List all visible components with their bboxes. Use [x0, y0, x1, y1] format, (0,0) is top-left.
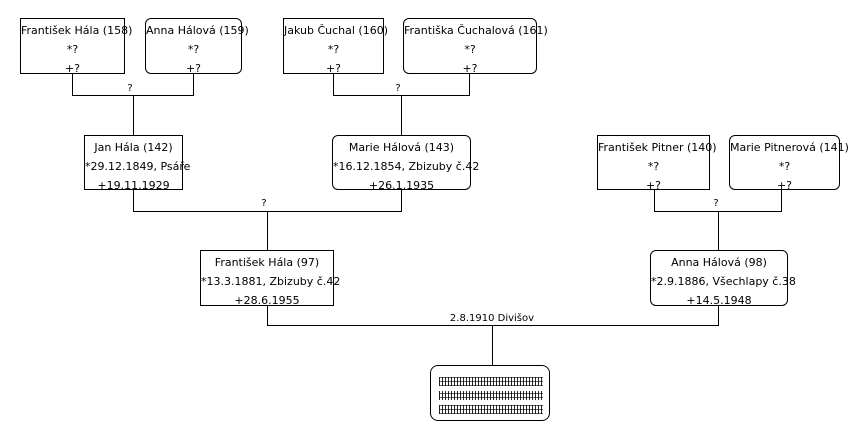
person-birth: *29.12.1849, Psáře: [85, 160, 191, 173]
person-birth: *13.3.1881, Zbizuby č.42: [201, 275, 341, 288]
person-name: František Pitner (140): [598, 141, 717, 154]
marriage-date-97-98: 2.8.1910 Divišov: [449, 313, 535, 324]
person-box-143[interactable]: Marie Hálová (143) *16.12.1854, Zbizuby …: [332, 135, 480, 192]
child-box-obscured[interactable]: [430, 365, 550, 421]
person-name: František Hála (97): [214, 256, 320, 269]
obscured-content-image: [439, 372, 543, 414]
person-box-141[interactable]: Marie Pitnerová (141) *? +?: [729, 135, 849, 192]
person-death: +19.11.1929: [97, 179, 170, 192]
person-birth: *16.12.1854, Zbizuby č.42: [333, 160, 480, 173]
person-name: Marie Hálová (143): [348, 141, 455, 154]
person-box-98[interactable]: Anna Hálová (98) *2.9.1886, Všechlapy č.…: [650, 250, 796, 307]
person-name: Jakub Čuchal (160): [284, 24, 389, 37]
person-birth: *2.9.1886, Všechlapy č.38: [651, 275, 796, 288]
person-birth: *?: [778, 160, 791, 173]
marriage-date-142-143: ?: [261, 198, 267, 209]
person-name: Marie Pitnerová (141): [730, 141, 849, 154]
person-box-161[interactable]: Františka Čuchalová (161) *? +?: [403, 18, 548, 75]
person-box-140[interactable]: František Pitner (140) *? +?: [597, 135, 717, 192]
person-death: +14.5.1948: [686, 294, 752, 307]
person-death: +?: [645, 179, 662, 192]
person-name: Františka Čuchalová (161): [404, 24, 548, 37]
person-box-158[interactable]: František Hála (158) *? +?: [20, 18, 133, 75]
person-death: +?: [462, 62, 478, 75]
person-box-160[interactable]: Jakub Čuchal (160) *? +?: [283, 18, 389, 75]
marriage-date-160-161: ?: [395, 83, 401, 94]
person-name: František Hála (158): [21, 24, 133, 37]
person-box-97[interactable]: František Hála (97) *13.3.1881, Zbizuby …: [200, 250, 341, 307]
person-death: +?: [185, 62, 202, 75]
person-death: +?: [325, 62, 342, 75]
person-death: +28.6.1955: [234, 294, 300, 307]
person-birth: *?: [464, 43, 476, 56]
person-death: +?: [776, 179, 793, 192]
marriage-date-158-159: ?: [127, 83, 133, 94]
person-box-142[interactable]: Jan Hála (142) *29.12.1849, Psáře +19.11…: [84, 135, 191, 192]
marriage-date-140-141: ?: [713, 198, 719, 209]
person-birth: *?: [647, 160, 660, 173]
person-name: Anna Hálová (159): [146, 24, 249, 37]
person-death: +?: [64, 62, 81, 75]
person-name: Anna Hálová (98): [671, 256, 767, 269]
person-box-159[interactable]: Anna Hálová (159) *? +?: [145, 18, 249, 75]
person-birth: *?: [66, 43, 79, 56]
person-name: Jan Hála (142): [94, 141, 173, 154]
person-death: +26.1.1935: [368, 179, 435, 192]
person-birth: *?: [187, 43, 200, 56]
person-birth: *?: [327, 43, 340, 56]
